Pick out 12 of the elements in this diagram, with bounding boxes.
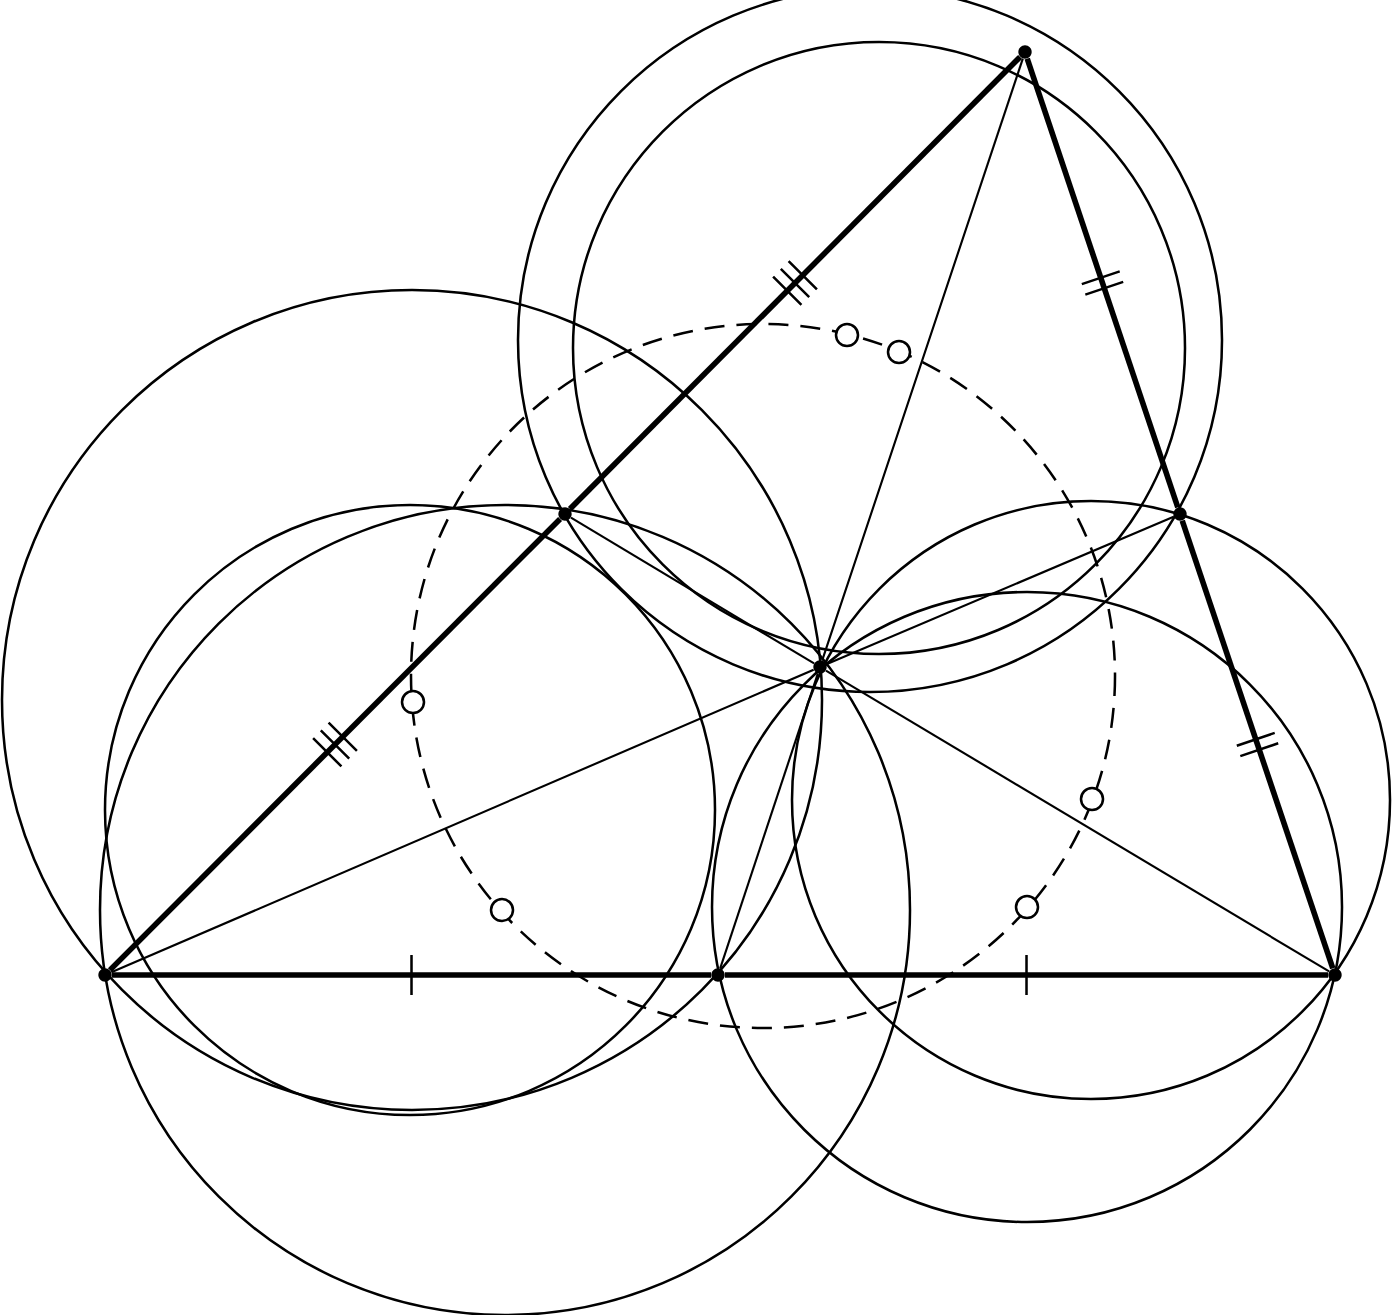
segment <box>1024 57 1181 509</box>
segment <box>724 972 1329 978</box>
segment <box>111 972 712 978</box>
segment <box>567 54 1023 512</box>
segment <box>825 669 1330 973</box>
segment <box>719 673 819 969</box>
segment <box>110 668 815 974</box>
segment <box>825 515 1175 666</box>
segment <box>570 516 815 665</box>
segment <box>1179 519 1336 970</box>
segment <box>107 516 563 973</box>
segment <box>821 58 1024 661</box>
